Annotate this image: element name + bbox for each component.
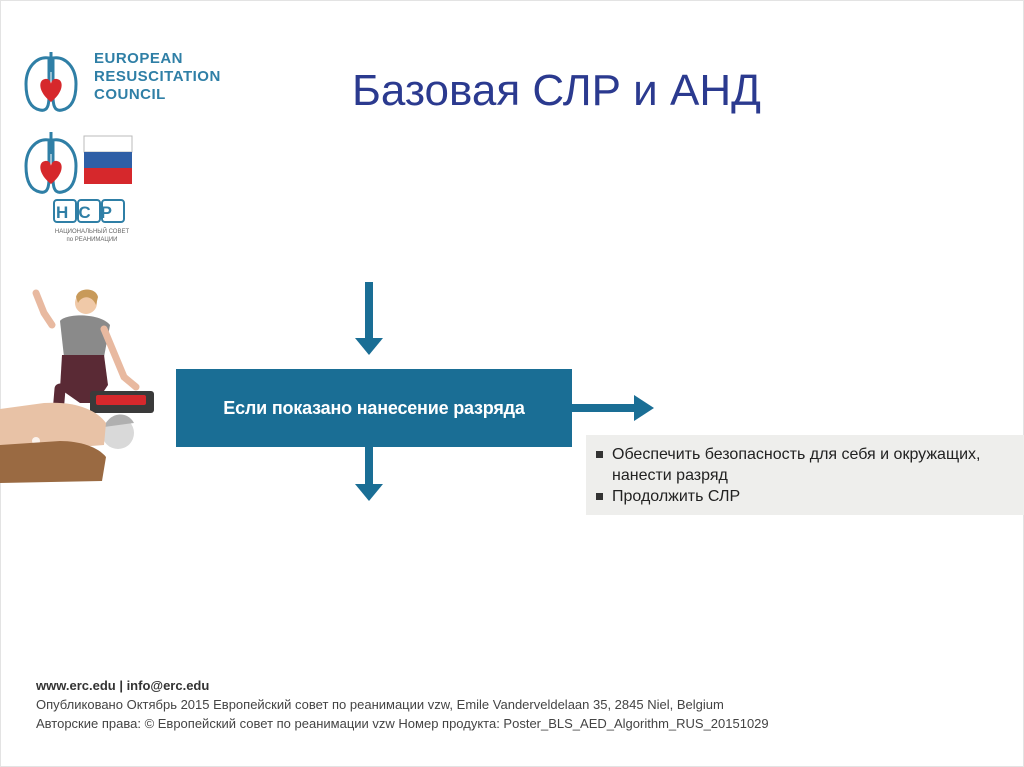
erc-line-3: COUNCIL <box>94 86 166 103</box>
incoming-arrow-icon <box>355 282 383 355</box>
square-bullet-icon <box>596 451 603 458</box>
footer-copyright: Авторские права: © Европейский совет по … <box>36 716 769 731</box>
ncr-logo: НСР НАЦИОНАЛЬНЫЙ СОВЕТ по РЕАНИМАЦИИ <box>24 132 133 243</box>
footer: www.erc.edu | info@erc.edu Опубликовано … <box>36 676 936 733</box>
rescuer-aed-illustration <box>0 289 154 483</box>
footer-links[interactable]: www.erc.edu | info@erc.edu <box>36 678 210 693</box>
erc-wordmark: EUROPEAN RESUSCITATION COUNCIL <box>94 50 254 104</box>
shock-indicated-label: Если показано нанесение разряда <box>223 397 525 418</box>
ncr-abbreviation: НСР <box>56 203 122 222</box>
action-item: Продолжить СЛР <box>596 486 1016 507</box>
footer-published: Опубликовано Октябрь 2015 Европейский со… <box>36 697 724 712</box>
square-bullet-icon <box>596 493 603 500</box>
action-text-continued: нанести разряд <box>612 467 728 484</box>
erc-line-2: RESUSCITATION <box>94 68 221 85</box>
erc-lungs-heart-logo <box>24 52 78 112</box>
erc-line-1: EUROPEAN <box>94 50 184 67</box>
action-text: Обеспечить безопасность для себя и окруж… <box>612 446 981 463</box>
ncr-subtitle-2: по РЕАНИМАЦИИ <box>67 237 118 243</box>
action-item: Обеспечить безопасность для себя и окруж… <box>596 444 1016 486</box>
right-arrow-icon <box>572 395 654 421</box>
shock-indicated-box: Если показано нанесение разряда <box>176 369 572 447</box>
action-text: Продолжить СЛР <box>612 488 741 505</box>
page-title: Базовая СЛР и АНД <box>352 66 761 115</box>
down-arrow-icon <box>355 447 383 501</box>
ncr-subtitle-1: НАЦИОНАЛЬНЫЙ СОВЕТ <box>55 227 130 235</box>
shock-actions-panel: Обеспечить безопасность для себя и окруж… <box>586 435 1024 515</box>
